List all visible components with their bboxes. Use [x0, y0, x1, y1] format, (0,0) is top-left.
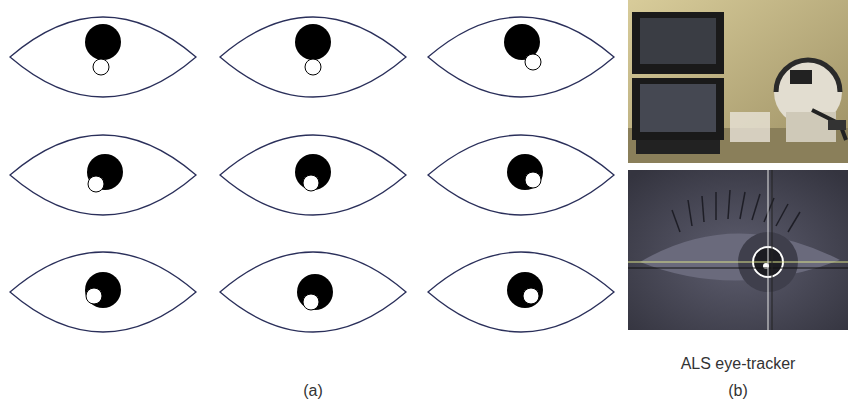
pupil [507, 272, 543, 308]
pupil [295, 154, 331, 190]
eye-camera-image [628, 170, 848, 330]
eye-outline [428, 17, 614, 97]
eye-outline [220, 252, 406, 332]
eye-outline [10, 135, 196, 215]
pupil [507, 154, 543, 190]
eye-grid [10, 17, 614, 332]
pupil [295, 24, 331, 60]
panel-label: (b) [728, 381, 748, 400]
corneal-glint [88, 176, 104, 192]
corneal-glint [525, 54, 541, 70]
corneal-glint [303, 294, 319, 310]
eye-outline [220, 135, 406, 215]
eye-drawing [428, 252, 614, 332]
pupil [85, 24, 121, 60]
pupil [85, 272, 121, 308]
pupil [297, 274, 333, 310]
photo-caption: ALS eye-tracker [681, 354, 796, 373]
eye-drawing [220, 252, 406, 332]
corneal-glint [525, 172, 541, 188]
corneal-glint [86, 288, 102, 304]
eye-outline [10, 252, 196, 332]
corneal-glint [523, 288, 539, 304]
eye-outline [428, 252, 614, 332]
eye-outline [428, 135, 614, 215]
eye-drawing [428, 135, 614, 215]
corneal-glint [93, 59, 109, 75]
eye-drawing [10, 17, 196, 97]
eye-drawing [10, 135, 196, 215]
eye-drawing [428, 17, 614, 97]
equipment-photo [628, 0, 848, 163]
eye-outline [220, 17, 406, 97]
panel-label: (a) [303, 381, 323, 400]
corneal-glint [303, 175, 319, 191]
corneal-glint [305, 59, 321, 75]
eye-drawing [220, 135, 406, 215]
eye-drawing [220, 17, 406, 97]
eye-outline [10, 17, 196, 97]
eye-drawing [10, 252, 196, 332]
